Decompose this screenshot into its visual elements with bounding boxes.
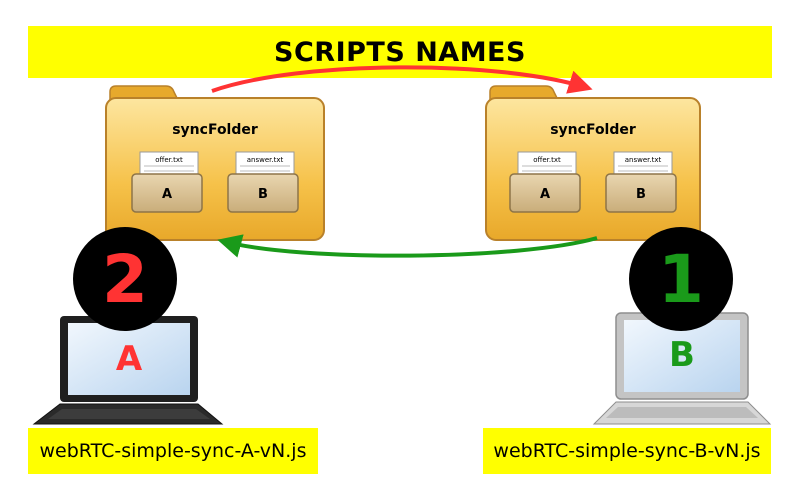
subfolder-a-label: A xyxy=(162,187,172,202)
file-answer: answer.txt xyxy=(247,156,284,164)
laptop-b: B xyxy=(592,312,772,425)
laptop-b-label: B xyxy=(669,335,695,375)
step-number: 2 xyxy=(102,241,148,318)
step-badge-2: 2 xyxy=(73,227,177,331)
folder-title: syncFolder xyxy=(172,122,258,138)
subfolder-b-label: B xyxy=(258,187,268,202)
laptop-a: A xyxy=(32,316,224,425)
subfolder-a: offer.txt A xyxy=(131,151,203,213)
arrow-to-left-folder xyxy=(217,234,598,258)
script-name-b-text: webRTC-simple-sync-B-vN.js xyxy=(493,440,761,462)
script-name-a-text: webRTC-simple-sync-A-vN.js xyxy=(39,440,307,462)
subfolder-b: answer.txt B xyxy=(227,151,299,213)
script-name-a: webRTC-simple-sync-A-vN.js xyxy=(28,428,318,474)
subfolder-a: offer.txt A xyxy=(509,151,581,213)
laptop-a-label: A xyxy=(116,339,143,379)
banner-title: SCRIPTS NAMES xyxy=(274,36,526,68)
folder-title: syncFolder xyxy=(550,122,636,138)
subfolder-a-label: A xyxy=(540,187,550,202)
sync-folder-left: syncFolder offer.txt A answer.txt B xyxy=(105,85,325,241)
file-answer: answer.txt xyxy=(625,156,662,164)
file-offer: offer.txt xyxy=(155,156,183,164)
step-number: 1 xyxy=(658,241,704,318)
subfolder-b: answer.txt B xyxy=(605,151,677,213)
step-badge-1: 1 xyxy=(629,227,733,331)
script-name-b: webRTC-simple-sync-B-vN.js xyxy=(483,428,771,474)
arrow-to-right-folder xyxy=(211,65,593,94)
file-offer: offer.txt xyxy=(533,156,561,164)
subfolder-b-label: B xyxy=(636,187,646,202)
sync-folder-right: syncFolder offer.txt A answer.txt B xyxy=(485,85,701,241)
